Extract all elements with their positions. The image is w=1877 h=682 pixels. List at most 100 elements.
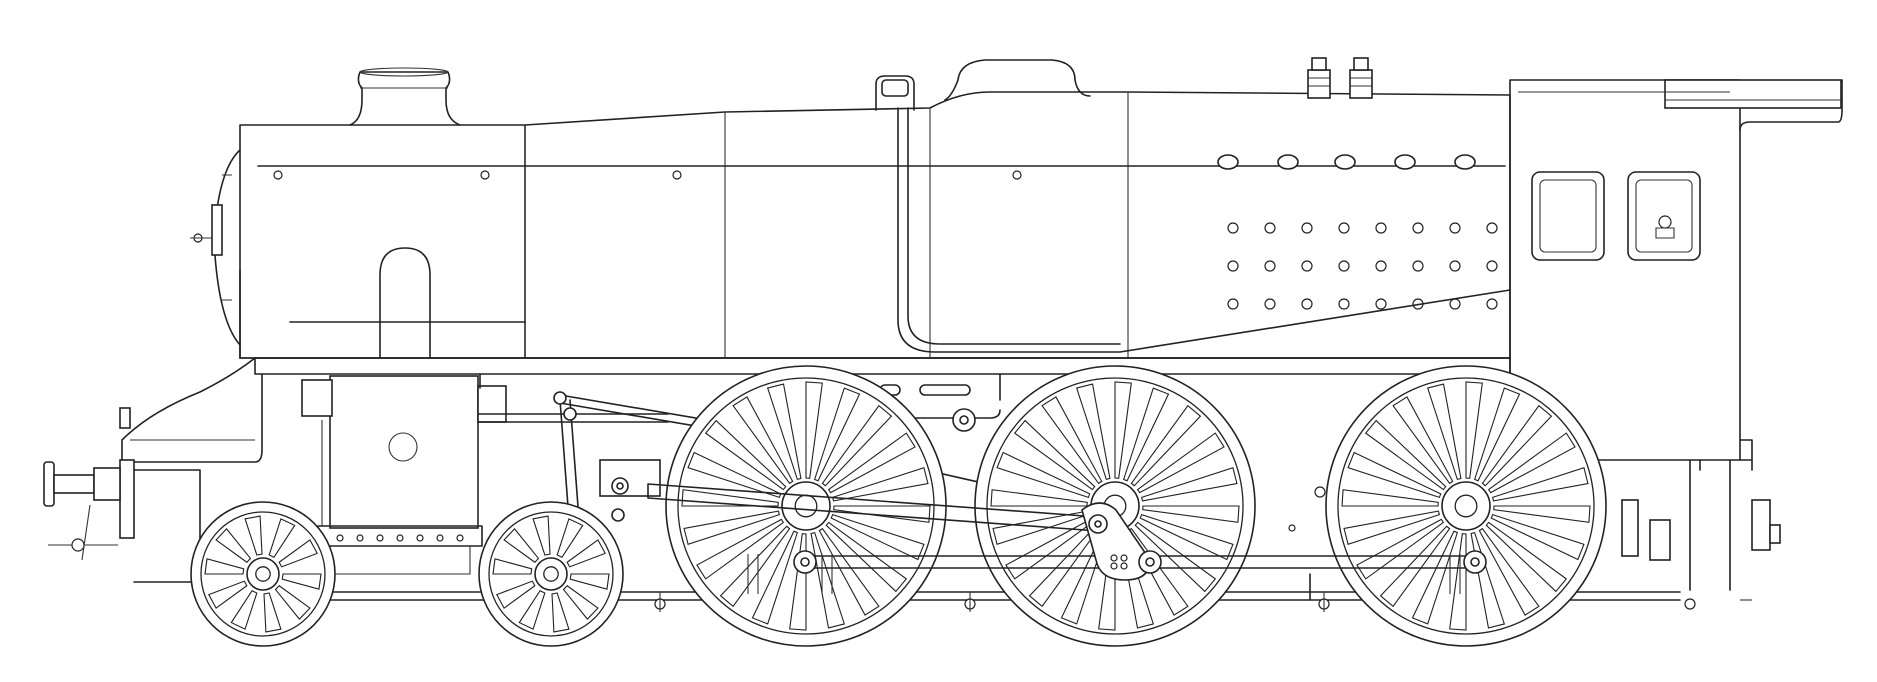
driving-wheel-3-spoke [1392,396,1454,485]
driving-wheel-1 [665,365,947,647]
driving-wheel-3-spoke [1341,489,1439,507]
rivet [1227,222,1239,234]
buffer-beam [119,459,135,539]
driving-wheel-2-spoke [1142,505,1240,523]
cab-roof [1739,79,1843,131]
rivet [1449,222,1461,234]
driving-wheel-1-spoke [830,513,925,561]
rivet [1486,298,1498,310]
washout-plugs [1217,154,1476,170]
driving-wheel-3-spoke [1485,521,1568,593]
front-footplate [121,357,263,463]
cylinder [301,375,507,575]
bogie-wheel-1-spoke [274,585,311,620]
driving-wheel-2-spoke [990,489,1088,507]
driving-wheel-1-spoke [821,404,893,487]
cab-window-front [1531,171,1605,261]
rivet [1486,260,1498,272]
bogie-wheel-1-spoke [208,580,248,609]
bogie-wheel-2-spoke [556,518,584,558]
driving-wheel-3-spoke [1493,505,1591,523]
cylinder-block [329,375,479,529]
driving-wheel-3-spoke [1449,533,1467,631]
rivet [1338,222,1350,234]
driving-wheel-1-spoke [683,510,781,546]
boiler [190,57,1511,359]
bogie-wheel-2-spoke [551,592,570,633]
driving-wheel-1-spoke [827,432,916,494]
rivet [1338,298,1350,310]
bogie-wheel-1-spoke [278,539,318,568]
bogie-wheel-1-spoke [230,590,258,630]
crosshead [599,459,661,497]
driving-wheel-1-spoke [687,451,782,499]
driving-wheel-2-spoke [996,451,1091,499]
driving-wheel-2-spoke [1013,419,1096,491]
driving-wheel-2 [974,365,1256,647]
driving-wheel-1-spoke [818,527,880,616]
driving-wheel-1-spoke [831,466,929,502]
driving-wheel-1-spoke [732,396,794,485]
driving-wheel-3-spoke [1490,513,1585,561]
driving-wheel-1-spoke [813,387,861,482]
bogie-wheel-2-spoke [562,585,599,620]
bogie-wheel-2-spoke [496,580,536,609]
bogie-wheel-1-spoke [268,518,296,558]
driving-wheel-1-spoke [766,383,802,481]
rivet [1449,260,1461,272]
bogie-wheel-2-spoke [566,539,606,568]
driving-wheel-3-spoke [1465,381,1483,479]
driving-wheel-3-spoke [1481,404,1553,487]
rods [647,483,1487,581]
driving-wheel-2-spoke [1075,383,1111,481]
driving-wheel-3-spoke [1356,518,1445,580]
driving-wheel-3-spoke [1379,525,1451,608]
rivet [1264,222,1276,234]
smokebox-door-handle [211,204,223,256]
front-buffer [43,461,121,507]
boiler-barrel [524,91,1511,359]
bogie-wheel-2-spoke [569,573,610,590]
driving-wheel-3-spoke [1364,419,1447,491]
bogie-wheel-1-spoke [204,558,245,575]
bogie-wheel-1 [190,501,336,647]
whistles [1307,57,1373,99]
rivet [1375,260,1387,272]
driving-wheel-1-spoke [751,530,799,625]
driving-wheel-1-spoke [825,521,908,593]
rivet [1301,222,1313,234]
chimney [349,71,461,126]
bogie-wheel-1-spoke [215,528,252,563]
driving-wheel-1-spoke [719,525,791,608]
bogie-wheel-1-spoke [244,515,263,556]
firebox-rivets [1227,222,1498,310]
saddle [379,247,431,359]
top-feed [875,75,915,111]
bogie-wheel-2-spoke [518,590,546,630]
driving-wheel-1-spoke [696,518,785,580]
rivet [1338,260,1350,272]
driving-wheel-2-spoke [1140,466,1238,502]
rivet [1449,298,1461,310]
driving-wheel-3-spoke [1473,387,1521,482]
driving-wheel-2-spoke [1114,381,1132,479]
driving-wheel-2-spoke [1130,404,1202,487]
bogie-wheel-2-spoke [503,528,540,563]
rivet [1227,298,1239,310]
rivet [1227,260,1239,272]
cab-roof-vent [1664,79,1842,109]
driving-wheel-2-spoke [1122,387,1170,482]
driving-wheel-3-spoke [1487,432,1576,494]
driving-wheel-3-spoke [1478,527,1540,616]
bogie-wheel-2 [478,501,624,647]
rivet [1412,260,1424,272]
rivet [1412,222,1424,234]
driving-wheel-3-spoke [1347,451,1442,499]
bogie-wheel-1-spoke [281,573,322,590]
driving-wheel-1-spoke [833,505,931,523]
driving-wheel-2-spoke [1041,396,1103,485]
bogie-wheel-1-spoke [263,592,282,633]
driving-wheel-3-spoke [1426,383,1462,481]
driving-wheel-3-spoke [1343,510,1441,546]
